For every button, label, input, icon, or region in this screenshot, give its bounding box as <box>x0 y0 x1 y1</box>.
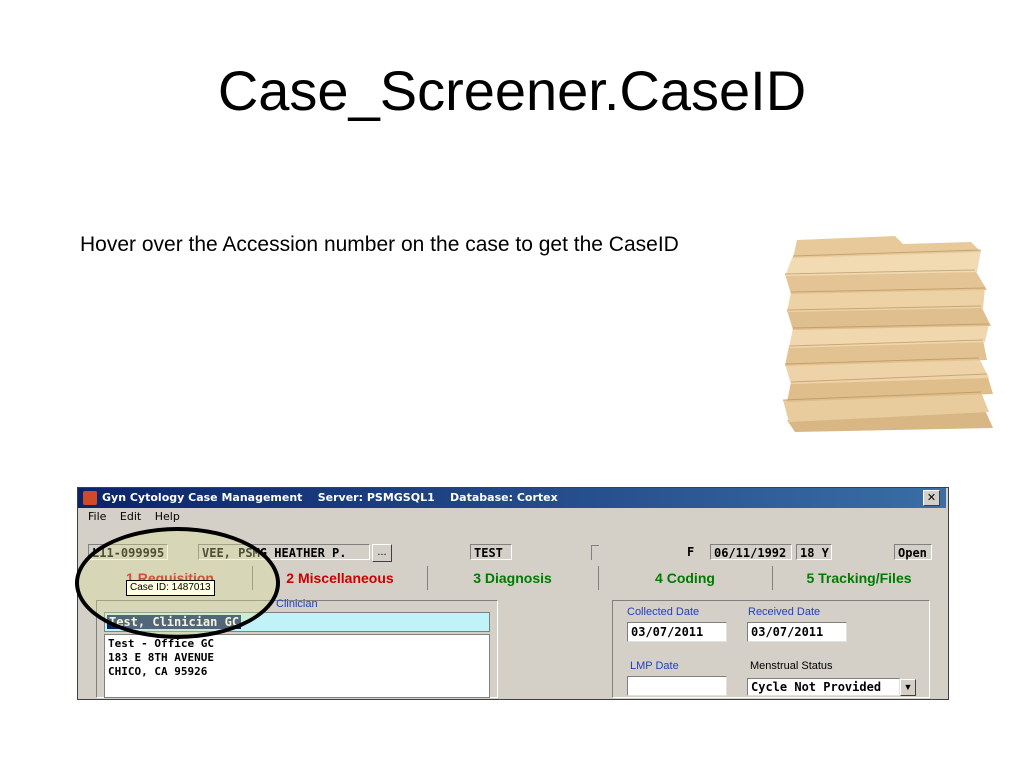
received-date-label: Received Date <box>748 606 821 618</box>
tab-separator <box>772 566 773 590</box>
flag-checkbox[interactable] <box>591 545 599 560</box>
folder-stack-image <box>782 236 993 432</box>
tab-separator <box>598 566 599 590</box>
tab-coding[interactable]: 4 Coding <box>655 570 715 586</box>
address-line: Test - Office GC <box>108 637 214 650</box>
address-line: CHICO, CA 95926 <box>108 665 208 678</box>
menstrual-status-select[interactable]: Cycle Not Provided <box>747 678 900 696</box>
collected-date-label: Collected Date <box>627 606 700 618</box>
dob-field: 06/11/1992 <box>710 544 792 560</box>
clinician-label: Clinician <box>276 598 318 610</box>
tab-miscellaneous[interactable]: 2 Miscellaneous <box>286 570 394 586</box>
window-title: Gyn Cytology Case Management Server: PSM… <box>102 491 558 504</box>
tab-diagnosis[interactable]: 3 Diagnosis <box>473 570 552 586</box>
menu-edit[interactable]: Edit <box>119 510 142 523</box>
tab-tracking-files[interactable]: 5 Tracking/Files <box>806 570 912 586</box>
case-status-field: Open <box>894 544 932 560</box>
menu-file[interactable]: File <box>88 510 107 523</box>
chevron-down-icon[interactable]: ▼ <box>900 679 916 696</box>
menu-help[interactable]: Help <box>154 510 180 523</box>
lmp-date-label: LMP Date <box>630 660 679 672</box>
slide-title: Case_Screener.CaseID <box>217 59 807 122</box>
collected-date-input[interactable]: 03/07/2011 <box>627 622 727 642</box>
patient-lookup-button[interactable]: ... <box>372 544 392 562</box>
clinician-address-box: Test - Office GC 183 E 8TH AVENUE CHICO,… <box>104 634 490 698</box>
address-line: 183 E 8TH AVENUE <box>108 651 214 664</box>
caseid-tooltip: Case ID: 1487013 <box>126 580 215 596</box>
test-field: TEST <box>470 544 512 560</box>
close-button[interactable]: ✕ <box>923 490 940 506</box>
menu-bar: File Edit Help <box>88 510 190 523</box>
menstrual-status-label: Menstrual Status <box>750 660 833 672</box>
age-field: 18 Y <box>796 544 832 560</box>
slide-body-text: Hover over the Accession number on the c… <box>80 233 679 256</box>
window-titlebar: Gyn Cytology Case Management Server: PSM… <box>78 488 946 508</box>
sex-field: F <box>684 544 706 560</box>
lmp-date-input[interactable] <box>627 676 727 696</box>
app-icon <box>83 491 97 505</box>
received-date-input[interactable]: 03/07/2011 <box>747 622 847 642</box>
tab-separator <box>427 566 428 590</box>
